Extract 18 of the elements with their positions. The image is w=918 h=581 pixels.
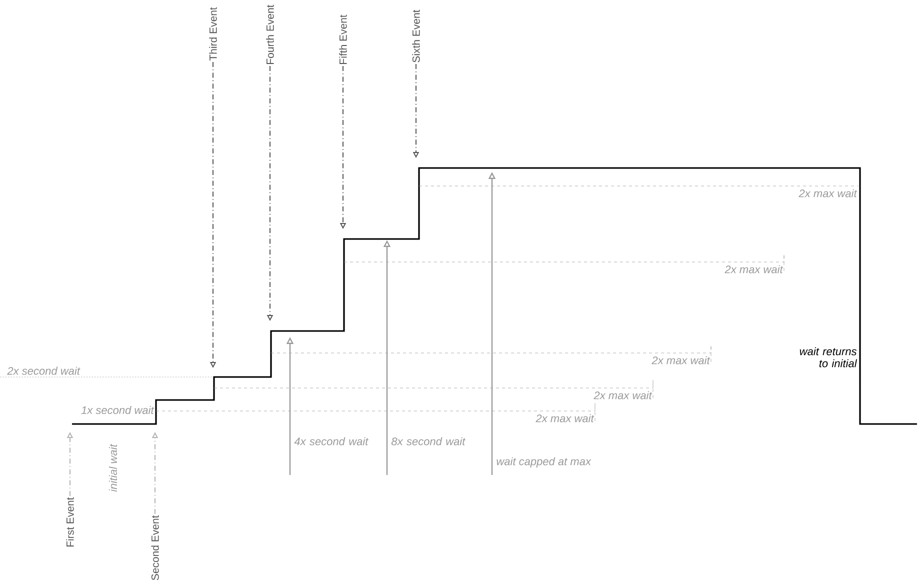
annotation-label: 2x max wait bbox=[798, 189, 858, 198]
annotation-label: 2x max wait bbox=[724, 265, 784, 274]
annotation-label: 1x second wait bbox=[81, 406, 154, 414]
event-label: Third Event bbox=[209, 7, 217, 61]
annotation-label: 2x second wait bbox=[7, 366, 80, 375]
annotation-label: 4x second wait bbox=[294, 437, 369, 446]
annotation-label: 8x second wait bbox=[391, 437, 466, 446]
event-label: Second Event bbox=[151, 515, 159, 580]
event-label: First Event bbox=[66, 497, 74, 547]
event-label: Fifth Event bbox=[339, 14, 347, 64]
annotation-label: wait returns to initial bbox=[800, 347, 858, 368]
annotation-label: wait capped at max bbox=[496, 457, 592, 468]
annotation-label: 2x max wait bbox=[536, 414, 594, 422]
annotation-label: 2x max wait bbox=[594, 391, 652, 400]
event-label: Fourth Event bbox=[266, 4, 274, 64]
annotation-label: 2x max wait bbox=[652, 356, 710, 364]
event-label: Sixth Event bbox=[412, 10, 420, 62]
annotation-label: initial wait bbox=[108, 444, 118, 492]
